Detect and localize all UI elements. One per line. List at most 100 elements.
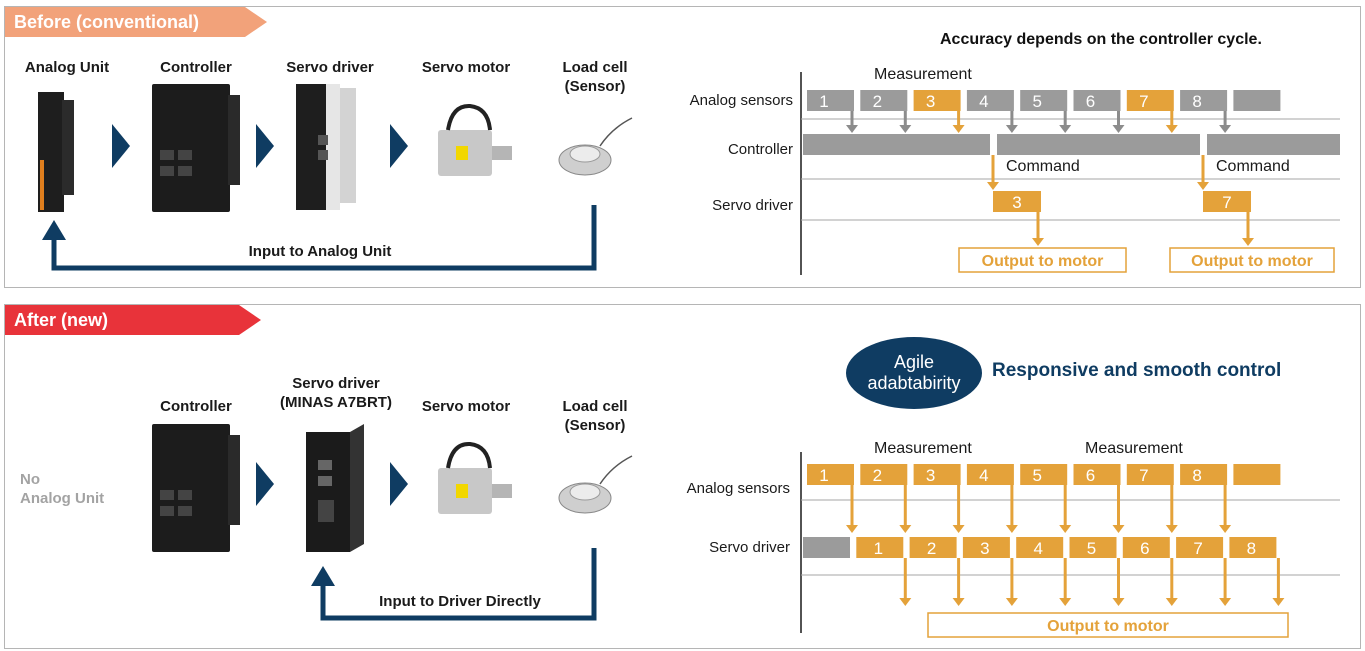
after-driver-arrow-5-head [1112,598,1125,606]
before-sensor-block-label-2: 2 [873,92,882,111]
before-sensor-block-1 [807,90,854,111]
before-driver-arrow-2-head [1242,238,1254,246]
after-driver-arrow-4-head [1059,598,1072,606]
before-sensor-block-4 [966,90,1014,111]
after-driver-block-label-5: 4 [1033,539,1042,558]
before-driver-arrow-1-head [1032,238,1044,246]
after-sensor-block-label-8: 8 [1192,466,1201,485]
after-sensor-block-label-6: 6 [1086,466,1095,485]
after-driver-block-7 [1122,537,1170,558]
before-driver-block-2 [1203,191,1251,212]
before-sensor-block-label-3: 3 [926,92,935,111]
before-label-controller: Controller [160,59,232,76]
after-sensor-block-label-7: 7 [1139,466,1148,485]
before-label-analog-unit: Analog Unit [24,59,110,76]
before-sensor-arrow-8-head [1219,125,1232,133]
before-command-arrow-1-head [987,182,999,190]
before-output-box-1 [958,247,1127,273]
after-driver-block-5 [1016,537,1064,558]
before-sensor-block-label-1: 1 [819,92,828,111]
before-sensor-arrow-3-head [952,125,965,133]
before-feedback-label: Input to Analog Unit [248,243,392,260]
load-cell-device [558,117,633,176]
before-output-label-1: Output to motor [982,253,1104,270]
after-driver-arrow-3-head [1005,598,1018,606]
after-driver-block-label-4: 3 [980,539,989,558]
before-sensor-arrow-4-head [1005,125,1018,133]
after-timing-header: Responsive and smooth control [992,360,1282,381]
after-driver-block-6 [1069,537,1117,558]
after-sensor-block-5 [1020,464,1068,485]
before-sensor-block-3 [913,90,961,111]
before-feedback-arrowhead [42,220,66,240]
after-sensor-block-label-1: 1 [819,466,828,485]
after-driver-block-label-6: 5 [1087,539,1096,558]
before-sensor-arrow-6-head [1112,125,1125,133]
after-driver-block-label-8: 7 [1193,539,1202,558]
after-output-box [927,612,1289,638]
before-command-label-1: Command [1006,158,1080,175]
before-timing-header: Accuracy depends on the controller cycle… [940,31,1262,48]
before-controller-bar-2 [997,134,1200,155]
after-driver-arrow-1-head [899,598,912,606]
before-feedback-line [51,205,597,271]
after-sensor-block-2 [860,464,908,485]
controller-device [152,84,240,212]
before-sensor-arrow-5-head [1059,125,1072,133]
before-row-label-sensors: Analog sensors [689,92,793,109]
after-label-load-cell: Load cell (Sensor) [548,397,642,435]
before-chevron-1 [112,124,130,168]
before-sensor-block-label-6: 6 [1086,92,1095,111]
after-sensor-block-8 [1180,464,1228,485]
after-measurement-label-1: Measurement [874,440,972,457]
before-output-box-2 [1169,247,1335,273]
before-label-servo-driver: Servo driver [286,59,374,76]
after-sensor-block-label-4: 4 [979,466,988,485]
after-measurement-label-2: Measurement [1085,440,1183,457]
after-driver-arrow-6-head [1165,598,1178,606]
after-row-label-sensors: Analog sensors [686,480,790,497]
after-driver-block-2 [856,537,904,558]
before-output-label-2: Output to motor [1191,253,1313,270]
before-tab: Before (conventional) [5,7,267,37]
before-label-load-cell: Load cell (Sensor) [548,58,642,96]
before-sensor-block-2 [860,90,908,111]
before-chevron-3 [390,124,408,168]
after-sensor-block-label-2: 2 [873,466,882,485]
before-load-cell-line2: (Sensor) [564,78,626,95]
before-row-label-controller: Controller [727,141,793,158]
after-sensor-block-label-5: 5 [1032,466,1041,485]
before-command-label-2: Command [1216,158,1290,175]
after-sensor-arrow-6-head [1112,525,1125,533]
after-sensor-arrow-4-head [1005,525,1018,533]
after-sensor-block-4 [966,464,1014,485]
after-load-cell-device [558,455,633,514]
before-controller-bar-1 [803,134,990,155]
after-sensor-block-9 [1233,464,1281,485]
after-sensor-block-6 [1073,464,1121,485]
no-analog-line2: Analog Unit [20,490,105,507]
no-analog-line1: No [20,471,40,488]
after-label-servo-motor: Servo motor [421,398,511,415]
after-driver-block-label-2: 1 [874,539,883,558]
after-sensor-arrow-8-head [1219,525,1232,533]
agile-badge-line1: Agile [893,352,935,372]
after-sensor-arrow-7-head [1165,525,1178,533]
after-sensor-block-3 [913,464,961,485]
after-driver-block-3 [909,537,957,558]
before-sensor-block-label-5: 5 [1032,92,1041,111]
before-chevron-2 [256,124,274,168]
after-driver-block-label-9: 8 [1247,539,1256,558]
after-feedback-line [320,548,597,621]
after-servo-driver-line2: (MINAS A7BRT) [280,394,392,411]
after-chevron-1 [256,462,274,506]
analog-unit-device [38,92,74,212]
before-row-label-driver: Servo driver [712,197,793,214]
before-sensor-block-8 [1180,90,1228,111]
no-analog-unit-label: No Analog Unit [20,470,130,508]
after-label-controller: Controller [160,398,232,415]
before-driver-block-label-2: 7 [1222,193,1231,212]
before-sensor-block-label-8: 8 [1192,92,1201,111]
